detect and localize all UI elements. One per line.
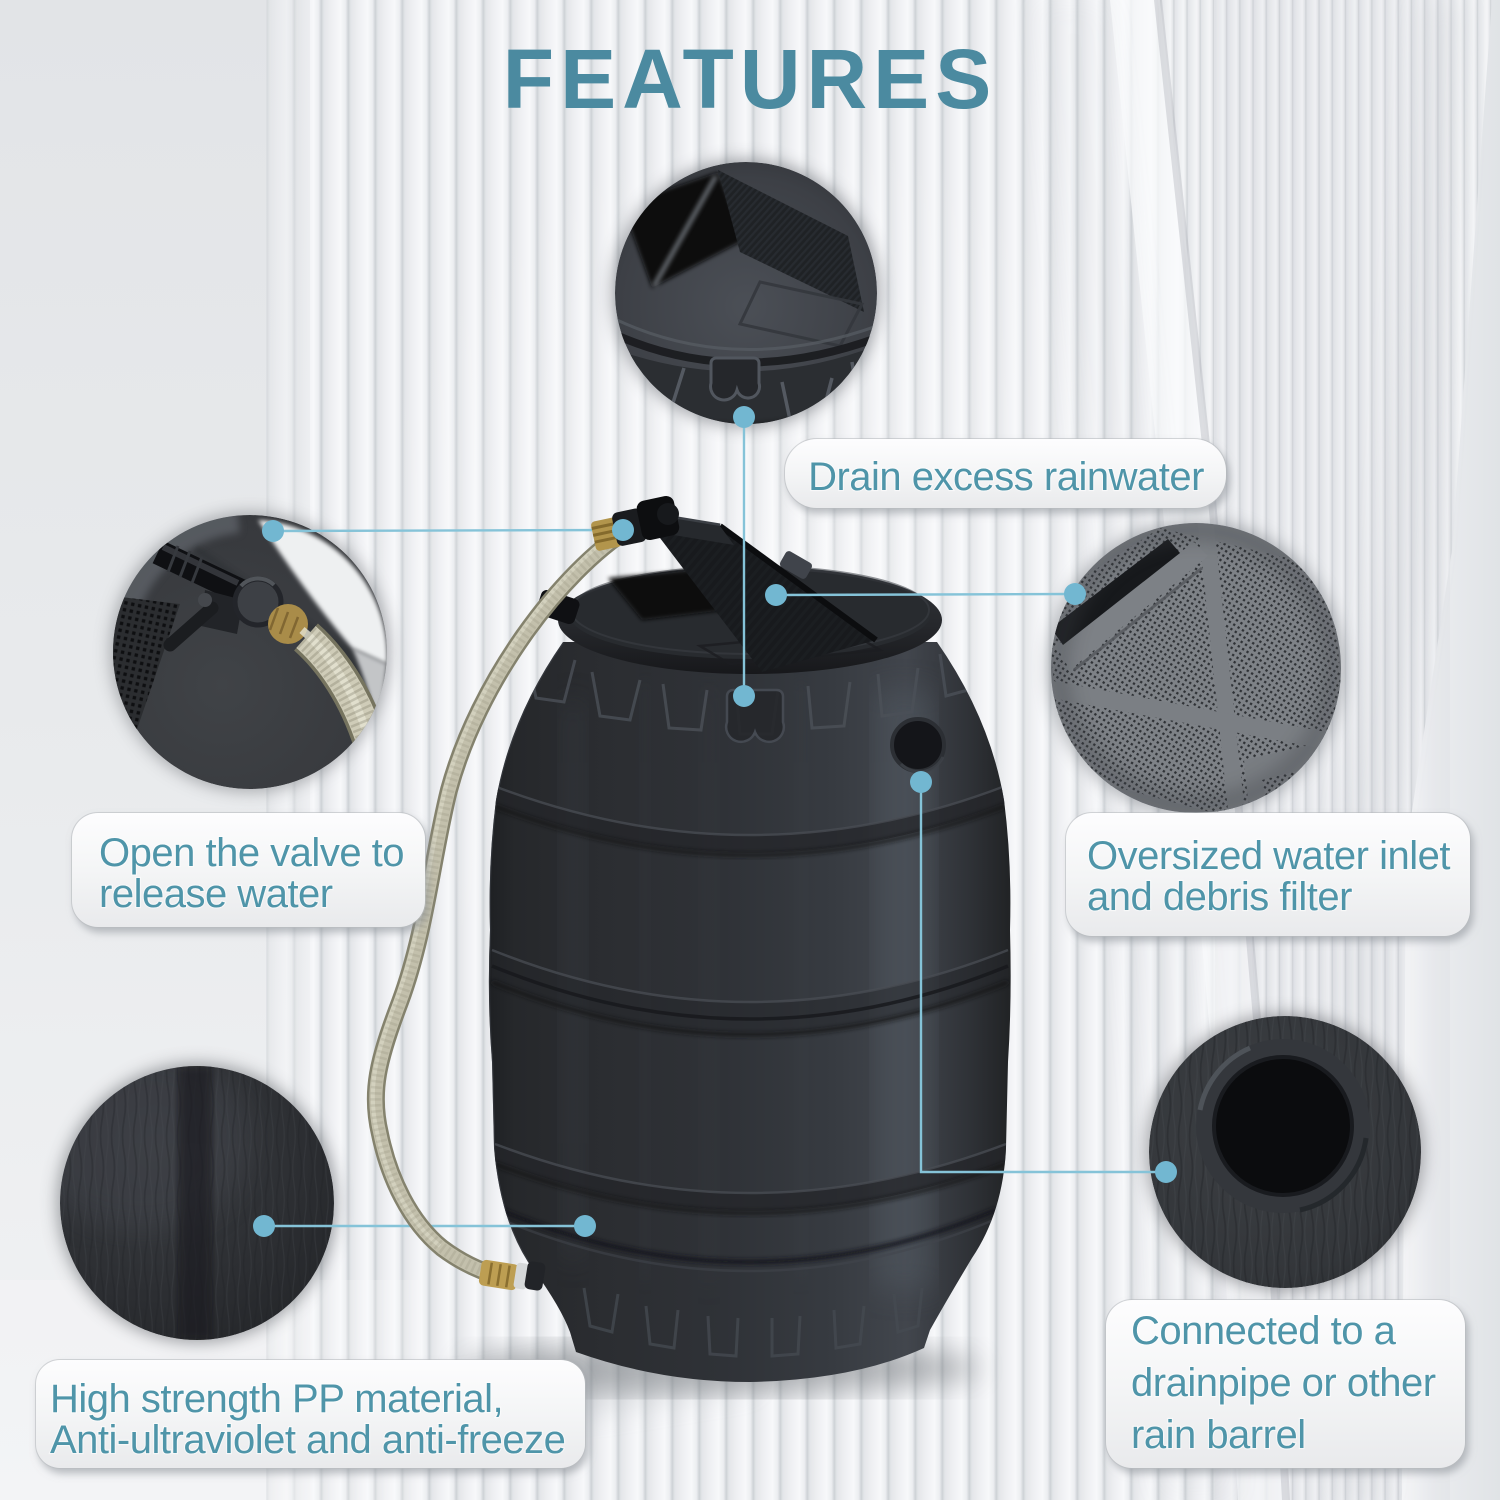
svg-text:Open the valve to: Open the valve to [99, 831, 404, 875]
svg-text:FEATURES: FEATURES [503, 32, 997, 126]
svg-text:Connected to a: Connected to a [1131, 1309, 1397, 1353]
svg-text:drainpipe or other: drainpipe or other [1131, 1361, 1436, 1405]
svg-text:Oversized water inlet: Oversized water inlet [1087, 834, 1450, 878]
svg-text:Drain excess rainwater: Drain excess rainwater [808, 455, 1204, 499]
svg-text:rain barrel: rain barrel [1131, 1413, 1306, 1457]
svg-text:and debris filter: and debris filter [1087, 875, 1352, 919]
svg-text:High strength PP material,: High strength PP material, [50, 1377, 503, 1421]
svg-text:release water: release water [99, 872, 333, 916]
svg-text:Anti-ultraviolet and anti-free: Anti-ultraviolet and anti-freeze [50, 1418, 565, 1462]
